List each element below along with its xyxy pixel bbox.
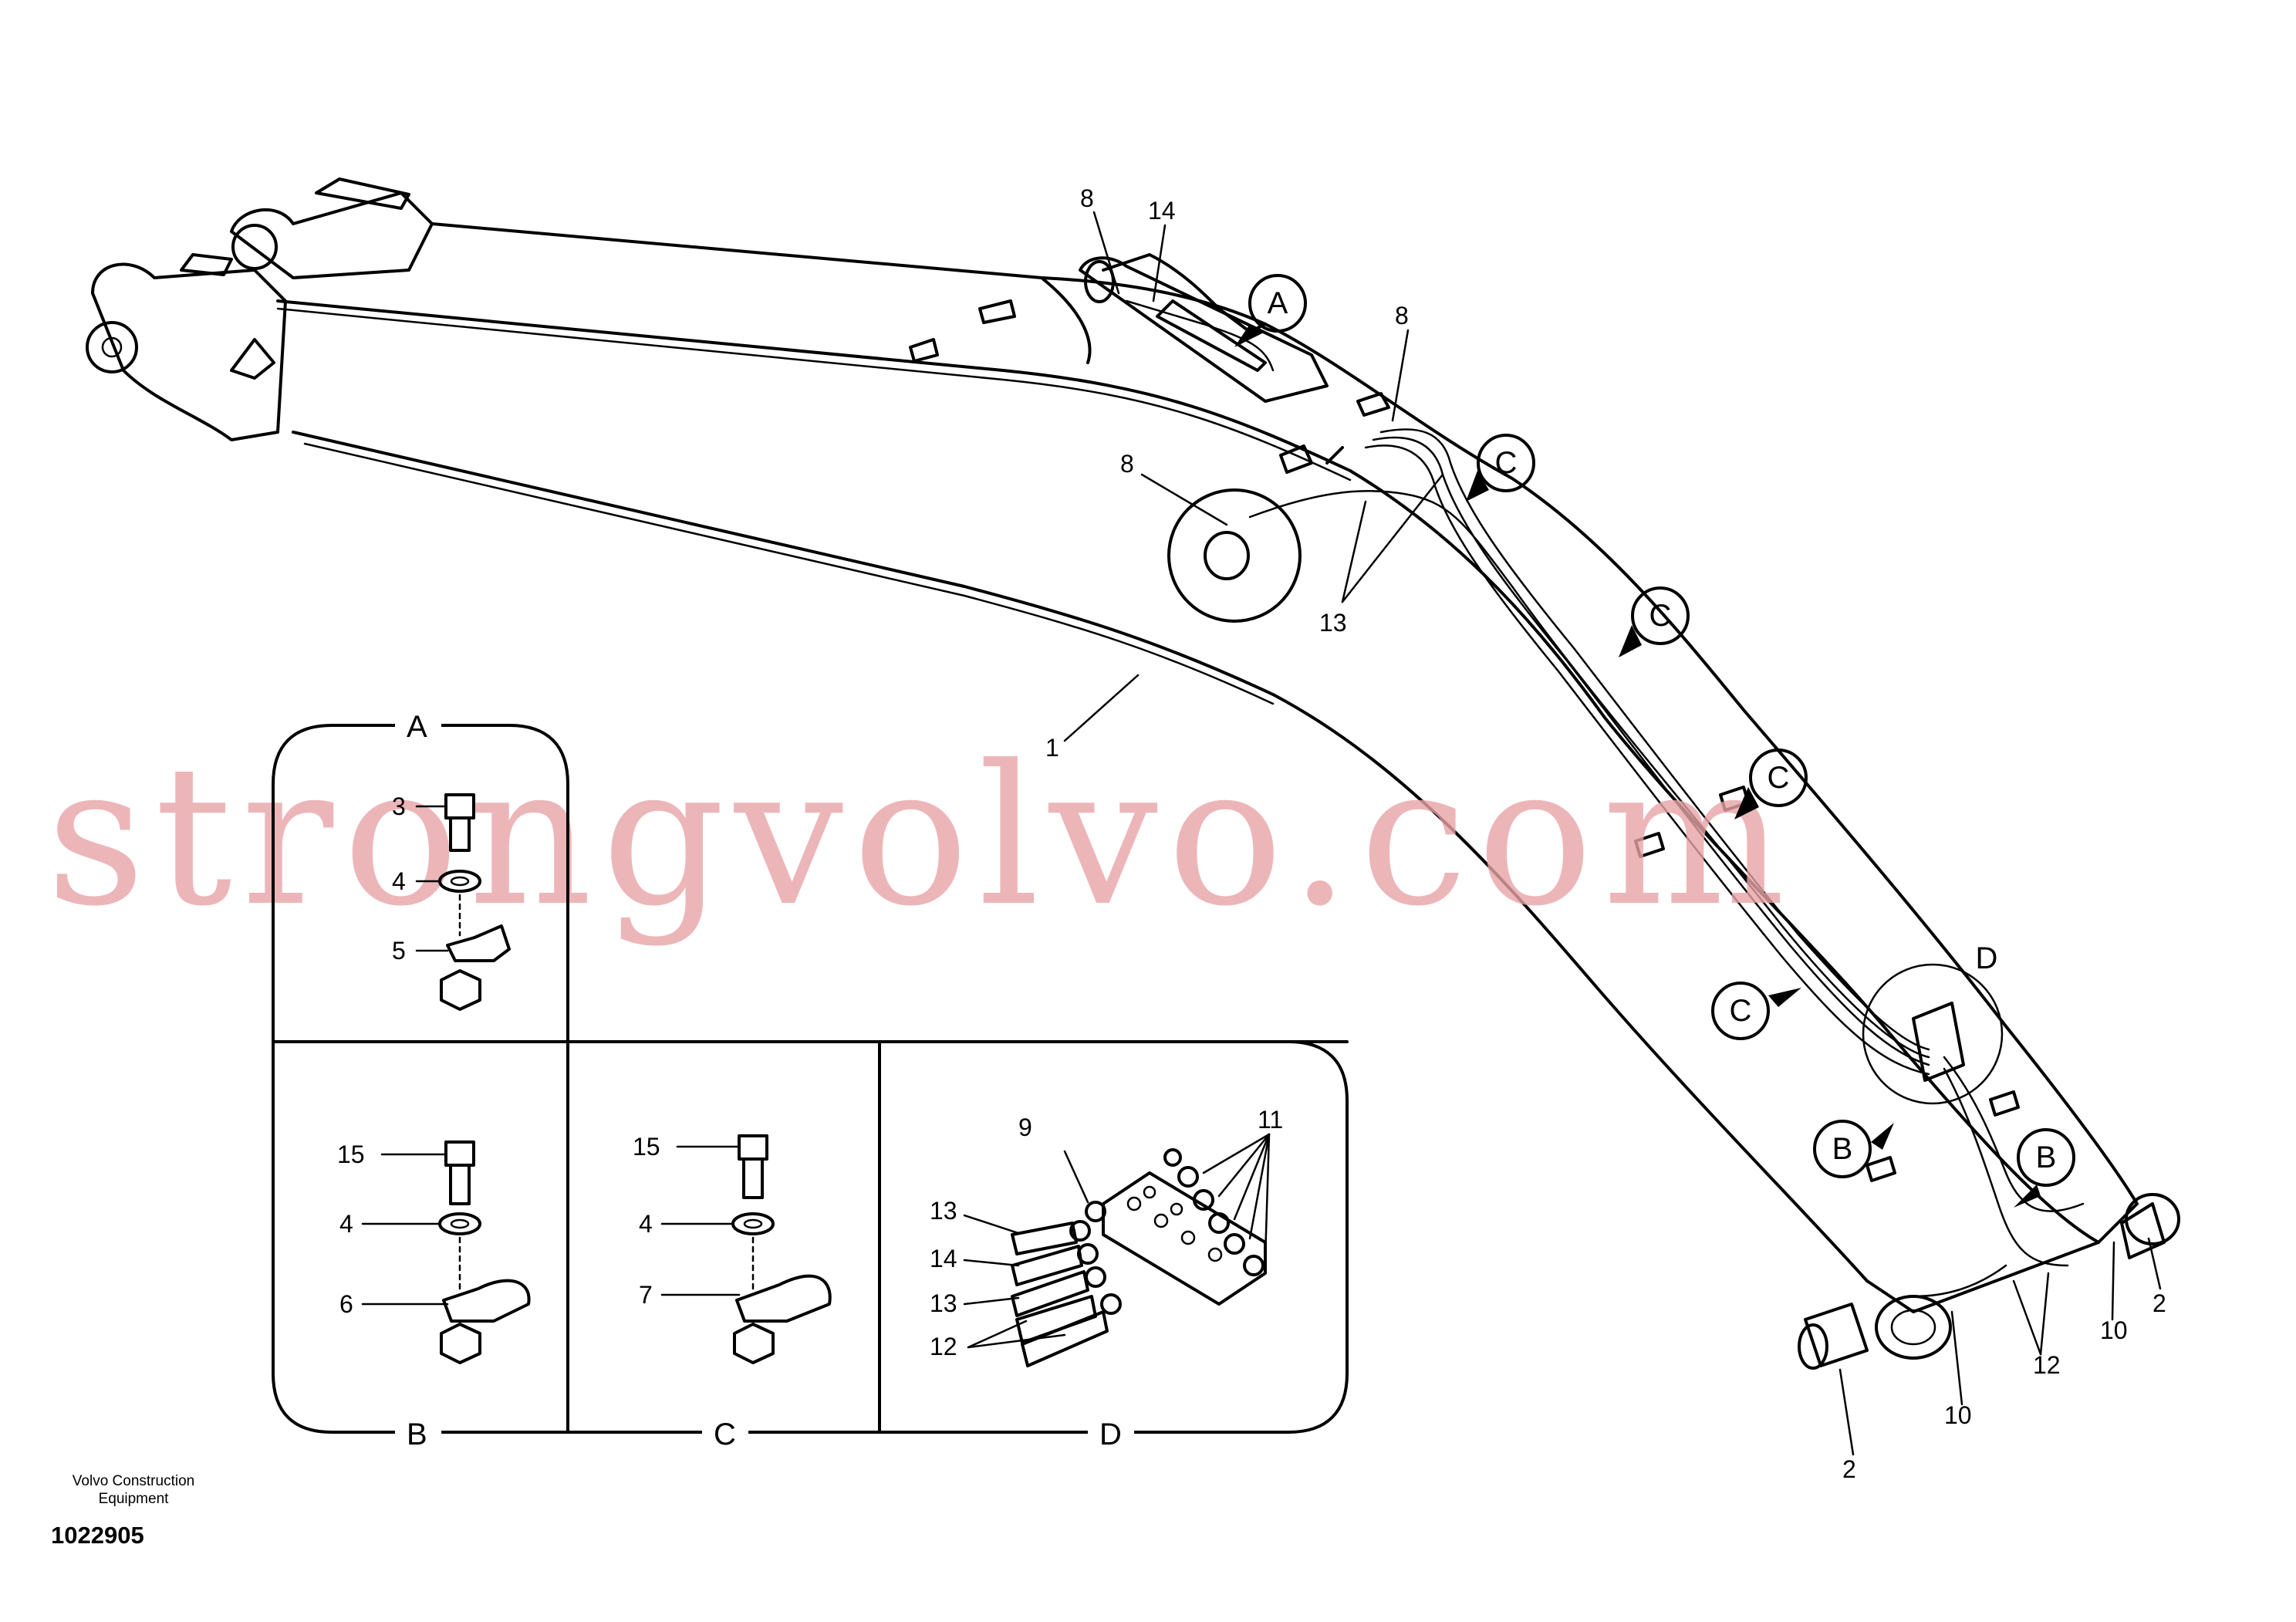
bubble-c1: C: [1495, 446, 1518, 480]
callout-6: 6: [339, 1290, 353, 1318]
callout-8-top: 8: [1080, 184, 1094, 212]
callout-15-b: 15: [337, 1140, 365, 1168]
callout-14-top: 14: [1148, 197, 1176, 225]
callout-9: 9: [1018, 1113, 1032, 1141]
callout-8-mid: 8: [1120, 450, 1134, 478]
view-a: 3 4 5: [392, 792, 511, 1011]
view-d: 9 11 13 14 13 12: [930, 1106, 1283, 1367]
view-label-d: D: [1099, 1418, 1122, 1451]
boom-callouts: 1 8 14 8 8 13 2 2 10 10 12: [1045, 184, 2166, 1483]
callout-15-c: 15: [633, 1133, 660, 1161]
callout-4-b: 4: [339, 1210, 353, 1238]
boom-body: [86, 177, 2180, 1370]
bubble-c4: C: [1730, 994, 1752, 1028]
callout-13-boom: 13: [1319, 609, 1347, 637]
view-b: 15 4 6: [337, 1140, 531, 1364]
bubble-b2: B: [2036, 1140, 2057, 1174]
callout-2-bottom: 2: [1842, 1455, 1856, 1483]
drawing-code: 1022905: [51, 1522, 144, 1549]
bubble-b1: B: [1832, 1132, 1853, 1166]
callout-1: 1: [1045, 734, 1059, 762]
bubble-c2: C: [1649, 599, 1672, 633]
callout-4-a: 4: [392, 867, 406, 895]
callout-14-d: 14: [930, 1245, 957, 1272]
callout-7: 7: [639, 1281, 653, 1309]
bubble-c3: C: [1768, 761, 1790, 795]
callout-4-c: 4: [639, 1210, 653, 1238]
section-bubbles: A C C C C D B B: [1234, 274, 2075, 1208]
callout-13-d1: 13: [930, 1197, 957, 1225]
company-name: Volvo Construction Equipment: [72, 1473, 195, 1507]
callout-10-right: 10: [2100, 1316, 2128, 1344]
view-label-c: C: [714, 1418, 736, 1451]
callout-2-right: 2: [2152, 1289, 2166, 1317]
callout-5: 5: [392, 937, 406, 965]
callout-10-bottom: 10: [1944, 1401, 1972, 1429]
view-label-b: B: [407, 1418, 427, 1451]
callout-12-boom: 12: [2033, 1351, 2061, 1379]
callout-3: 3: [392, 792, 406, 820]
watermark: strongvolvo.com: [46, 724, 1795, 948]
callout-11: 11: [1258, 1106, 1283, 1134]
detail-views-panel: A B C D: [272, 710, 1349, 1451]
view-c: 15 4 7: [633, 1133, 832, 1364]
bubble-a: A: [1268, 286, 1288, 320]
bubble-d: D: [1976, 941, 1998, 975]
callout-8-right: 8: [1395, 302, 1409, 329]
view-label-a: A: [407, 710, 427, 744]
callout-12-d: 12: [930, 1333, 957, 1360]
callout-13-d2: 13: [930, 1289, 957, 1317]
